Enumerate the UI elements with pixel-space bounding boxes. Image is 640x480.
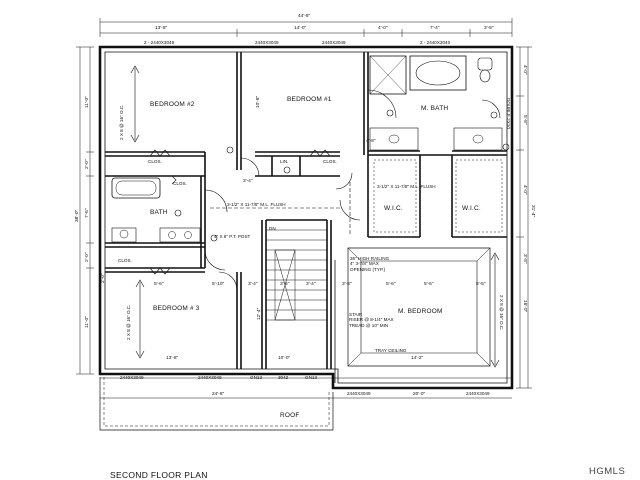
dim-right-5: 3'-8" [522, 254, 527, 264]
window-tag-bottom-4: 3042 [278, 375, 289, 380]
dim-interior-8: 5'-10" [212, 282, 225, 287]
dim-interior-4: 3'-4" [248, 282, 258, 287]
dim-left-3: 7'-6" [85, 208, 90, 218]
window-tag-bottom-3: GN13 [250, 375, 263, 380]
window-tag-top-1: 2 - 2440X3049 [144, 40, 175, 45]
room-label-bedroom-1: BEDROOM #1 [287, 96, 332, 103]
dim-left-2: 2'-0" [85, 159, 90, 169]
note-stair: STAIR RISER @ 8-1/4" MAX TREAD @ 10" MIN [349, 312, 394, 328]
roof-line-inner [103, 377, 330, 427]
dim-bottom-3: 14'-2" [411, 356, 424, 361]
window-tag-top-3: 2440X3049 [322, 40, 346, 45]
dim-top-4: 7'-4" [430, 26, 440, 31]
dim-top-3: 4'-0" [378, 26, 388, 31]
dim-right-overall: 31'-4" [530, 205, 535, 218]
room-label-linen: LIN. [280, 159, 289, 164]
dim-interior-1: 10'-8" [256, 95, 261, 108]
dim-interior-11: 12'-4" [257, 307, 262, 320]
window-tag-top-2: 2440X3049 [255, 40, 279, 45]
dim-interior-2: 3'-4" [243, 179, 253, 184]
note-railing: 36" HIGH RAILING 4" 3-7/8" MAX OPENING (… [350, 256, 390, 272]
dim-interior-12: 5'-6" [154, 282, 164, 287]
window-tag-bottom-1: 2440X3049 [120, 375, 144, 380]
window-tag-bottom-5: GN13 [305, 375, 318, 380]
dim-left-4: 2'-0" [85, 252, 90, 262]
dim-left-1: 11'-0" [85, 96, 90, 108]
closet-label-bedroom-1: CLOS. [323, 159, 337, 164]
dim-left-6: 2'-0" [101, 273, 106, 283]
room-label-bath: BATH [150, 209, 168, 216]
dim-interior-7: 5'-6" [424, 282, 434, 287]
room-label-bedroom-2: BEDROOM #2 [150, 101, 195, 108]
window-tag-bottom-7: 2440X3049 [466, 391, 490, 396]
roof-label: ROOF [280, 412, 300, 419]
dim-top-2: 14'-0" [294, 26, 307, 31]
plan-title: SECOND FLOOR PLAN [110, 470, 208, 480]
closet-label-bedroom-3: CLOS. [118, 258, 132, 263]
note-joist-master-bedroom: 2 X 8 @ 16" O.C. [499, 295, 504, 331]
exterior-wall-inner [104, 51, 508, 384]
exterior-wall [98, 45, 514, 390]
note-beam-right: 3-1/2" X 11-7/8" M.L. FLUSH [377, 184, 436, 189]
dim-bottom-4: 24'-8" [212, 392, 225, 397]
dim-top-5: 3'-8" [484, 26, 494, 31]
roof-line [99, 377, 334, 431]
dim-bottom-1: 13'-8" [166, 356, 179, 361]
note-joist-bedroom-3: 2 X 8 @ 16" O.C. [126, 304, 131, 340]
note-header-master-bath: DOUBLE 2X10 [506, 98, 511, 129]
window-tag-bottom-2: 2440X3049 [198, 375, 222, 380]
room-label-wic-right: W.I.C. [462, 205, 481, 212]
closet-label-bath: CLOS. [173, 181, 187, 186]
dim-right-4: 16'-0" [522, 300, 527, 313]
dim-top-overall: 44'-8" [298, 14, 311, 19]
room-label-bedroom-3: BEDROOM # 3 [153, 305, 200, 312]
note-post: 4" X 6" P.T. POST [214, 234, 251, 239]
room-label-wic-left: W.I.C. [384, 205, 403, 212]
window-tag-top-4: 2 - 2440X3040 [420, 40, 451, 45]
dim-right-2: 5'-8" [522, 115, 527, 125]
dim-interior-5: 3'-8" [342, 282, 352, 287]
dim-top-1: 13'-8" [155, 26, 168, 31]
note-joist-bedroom-2: 2 X 8 @ 16" O.C. [119, 104, 124, 140]
watermark-logo: HGMLS [589, 466, 626, 477]
dim-interior-3: 4'-8" [366, 139, 376, 144]
dim-bottom-2: 10'-0" [278, 356, 291, 361]
room-label-master-bedroom: M. BEDROOM [398, 308, 443, 315]
dim-right-3: 4'-0" [522, 185, 527, 195]
dim-left-overall: 38'-0" [75, 209, 80, 222]
dim-bottom-5: 20'-0" [413, 392, 426, 397]
window-tag-bottom-6: 2440X3049 [347, 391, 371, 396]
dim-interior-13: 3'-4" [280, 282, 290, 287]
dim-interior-10: 3'-4" [306, 282, 316, 287]
dim-right-1: 4'-0" [522, 65, 527, 75]
tray-ceiling-inner [360, 260, 478, 354]
stair-down-label: DN [269, 226, 276, 231]
dim-interior-9: 5'-6" [476, 282, 486, 287]
closet-label-bedroom-2: CLOS. [148, 159, 162, 164]
note-beam-top: 3-1/2" X 11-7/8" M.L. FLUSH [227, 202, 286, 207]
note-tray-ceiling: TRAY CEILING [375, 348, 407, 353]
dim-interior-6: 5'-6" [386, 282, 396, 287]
dim-left-5: 11'-0" [85, 316, 90, 328]
room-label-master-bath: M. BATH [421, 105, 449, 112]
